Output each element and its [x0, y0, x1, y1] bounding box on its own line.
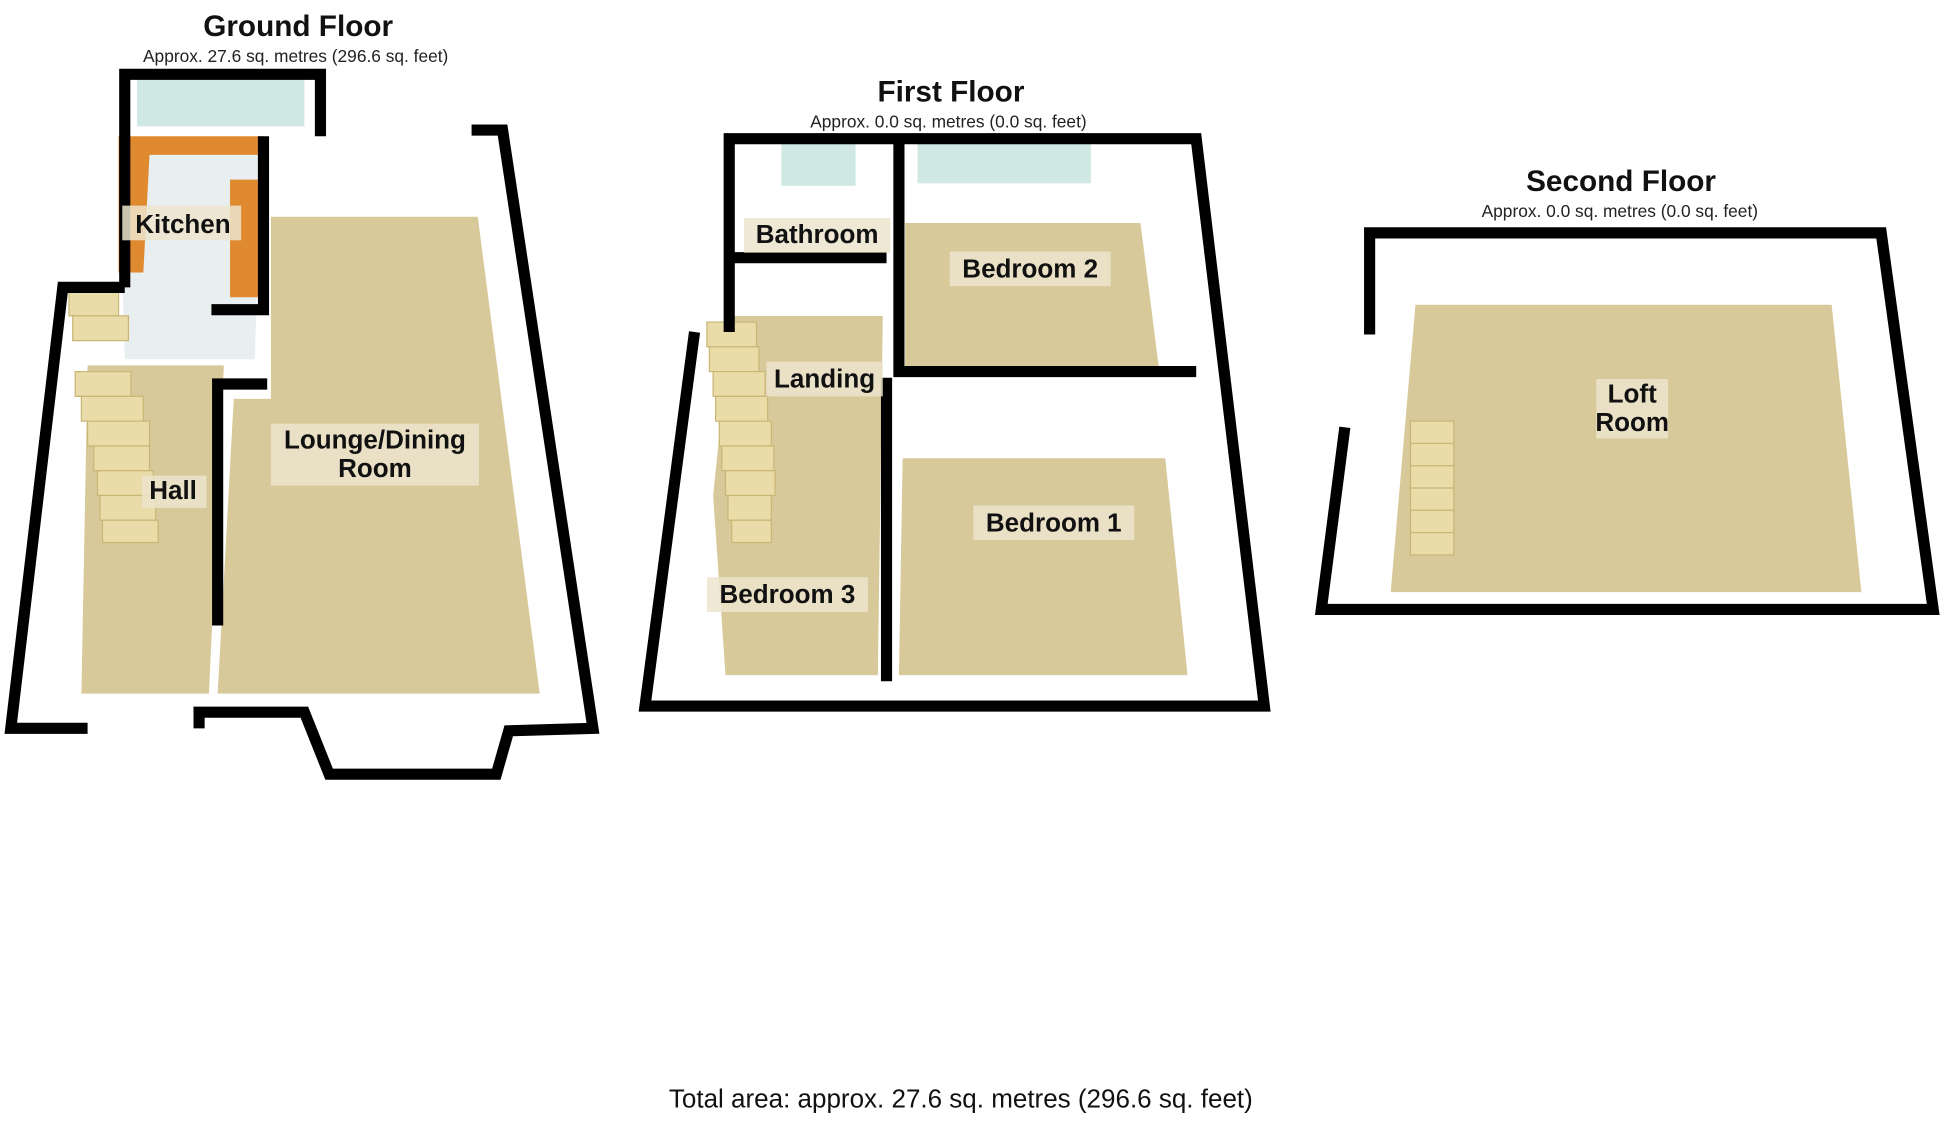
room-label-kitchen: Kitchen: [135, 209, 230, 239]
room-label-loft: Loft: [1608, 379, 1657, 409]
kitchen-wall-top: [119, 68, 327, 288]
second-floor: Second Floor Approx. 0.0 sq. metres (0.0…: [1314, 165, 1940, 616]
loft-stairs: [1409, 420, 1455, 556]
first-floor-title: First Floor: [877, 76, 1024, 109]
room-label-loft-room: Room: [1595, 407, 1669, 437]
second-floor-outer-wall: [1314, 227, 1940, 616]
ground-floor-title: Ground Floor: [203, 10, 393, 43]
room-label-bedroom-1: Bedroom 1: [986, 507, 1122, 537]
first-floor-outer-wall: [638, 133, 1271, 712]
ground-floor: Ground Floor Approx. 27.6 sq. metres (29…: [4, 10, 600, 780]
room-label-lounge-dining: Lounge/Dining: [284, 424, 466, 454]
second-floor-area: Approx. 0.0 sq. metres (0.0 sq. feet): [1482, 201, 1758, 221]
kitchen-partition: [211, 136, 270, 316]
total-area: Total area: approx. 27.6 sq. metres (296…: [669, 1083, 1253, 1113]
ground-floor-area: Approx. 27.6 sq. metres (296.6 sq. feet): [143, 46, 448, 66]
room-label-lounge-room: Room: [338, 453, 412, 483]
first-floor: First Floor Approx. 0.0 sq. metres (0.0 …: [638, 76, 1271, 712]
ground-wall-left: [4, 281, 125, 734]
kitchen-window: [137, 76, 305, 127]
first-stairs: [706, 321, 776, 544]
bedroom1-floor: [898, 458, 1188, 676]
room-label-hall: Hall: [149, 475, 197, 505]
first-floor-area: Approx. 0.0 sq. metres (0.0 sq. feet): [810, 112, 1086, 132]
kitchen-worktop: [118, 136, 264, 273]
room-label-bedroom-2: Bedroom 2: [962, 253, 1098, 283]
room-label-bedroom-3: Bedroom 3: [720, 579, 856, 609]
loft-room-floor: [1390, 304, 1862, 593]
room-label-landing: Landing: [774, 364, 875, 394]
hall-lounge-partition: [212, 378, 268, 626]
bedroom2-floor: [905, 222, 1160, 370]
bedroom2-wall: [893, 138, 1197, 378]
second-floor-title: Second Floor: [1526, 165, 1716, 198]
ground-wall-right-bay: [193, 124, 600, 780]
room-label-bathroom: Bathroom: [756, 219, 879, 249]
